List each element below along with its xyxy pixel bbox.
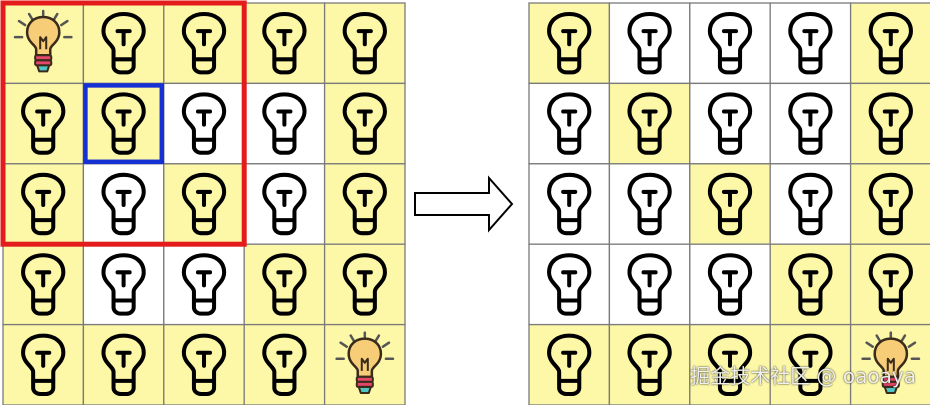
grid-cell-before-r0-c2 <box>163 2 245 85</box>
grid-cell-before-r4-c0 <box>2 323 85 405</box>
selection-3x3-outline <box>0 0 247 247</box>
grid-cell-after-r1-c4 <box>849 82 930 165</box>
grid-cell-after-r4-c4 <box>849 323 930 405</box>
transition-arrow <box>414 175 514 233</box>
grid-cell-before-r2-c1 <box>82 163 165 245</box>
grid-cell-before-r3-c2 <box>163 243 245 326</box>
grid-cell-before-r1-c1 <box>82 82 165 165</box>
grid-cell-after-r3-c4 <box>849 243 930 326</box>
grid-cell-after-r1-c1 <box>608 82 691 165</box>
grid-cell-before-r2-c3 <box>243 163 326 245</box>
grid-cell-after-r2-c2 <box>689 163 771 245</box>
grid-cell-before-r3-c0 <box>2 243 85 326</box>
grid-cell-before-r3-c4 <box>323 243 406 326</box>
grid-cell-before-r0-c0 <box>2 2 85 85</box>
grid-cell-before-r2-c0 <box>2 163 85 245</box>
grid-cell-after-r4-c2 <box>689 323 771 405</box>
grid-cell-after-r4-c1 <box>608 323 691 405</box>
selected-cell-outline <box>83 83 165 165</box>
grid-cell-before-r0-c4 <box>323 2 406 85</box>
grid-cell-after-r2-c0 <box>528 163 611 245</box>
grid-cell-before-r2-c4 <box>323 163 406 245</box>
grid-cell-after-r1-c3 <box>769 82 852 165</box>
grid-cell-after-r4-c0 <box>528 323 611 405</box>
grid-cell-after-r2-c4 <box>849 163 930 245</box>
grid-cell-before-r1-c4 <box>323 82 406 165</box>
grid-cell-after-r3-c3 <box>769 243 852 326</box>
grid-cell-before-r4-c3 <box>243 323 326 405</box>
right-arrow-icon <box>414 175 514 233</box>
grid-cell-before-r2-c2 <box>163 163 245 245</box>
grid-cell-after-r0-c0 <box>528 2 611 85</box>
after-grid <box>528 2 930 405</box>
grid-cell-before-r3-c3 <box>243 243 326 326</box>
grid-cell-before-r0-c1 <box>82 2 165 85</box>
grid-cell-after-r4-c3 <box>769 323 852 405</box>
grid-cell-before-r0-c3 <box>243 2 326 85</box>
grid-cell-after-r0-c1 <box>608 2 691 85</box>
grid-cell-after-r3-c2 <box>689 243 771 326</box>
grid-cell-before-r4-c4 <box>323 323 406 405</box>
grid-cell-after-r3-c0 <box>528 243 611 326</box>
grid-cell-after-r1-c0 <box>528 82 611 165</box>
grid-cell-after-r2-c1 <box>608 163 691 245</box>
grid-cell-before-r4-c2 <box>163 323 245 405</box>
grid-cell-before-r1-c2 <box>163 82 245 165</box>
grid-cell-after-r0-c3 <box>769 2 852 85</box>
grid-cell-before-r1-c0 <box>2 82 85 165</box>
before-grid <box>0 0 406 405</box>
grid-cell-before-r3-c1 <box>82 243 165 326</box>
grid-cell-before-r4-c1 <box>82 323 165 405</box>
grid-cell-after-r2-c3 <box>769 163 852 245</box>
grid-cell-after-r3-c1 <box>608 243 691 326</box>
grid-cell-before-r1-c3 <box>243 82 326 165</box>
grid-cell-after-r1-c2 <box>689 82 771 165</box>
grid-cell-after-r0-c2 <box>689 2 771 85</box>
grid-cell-after-r0-c4 <box>849 2 930 85</box>
